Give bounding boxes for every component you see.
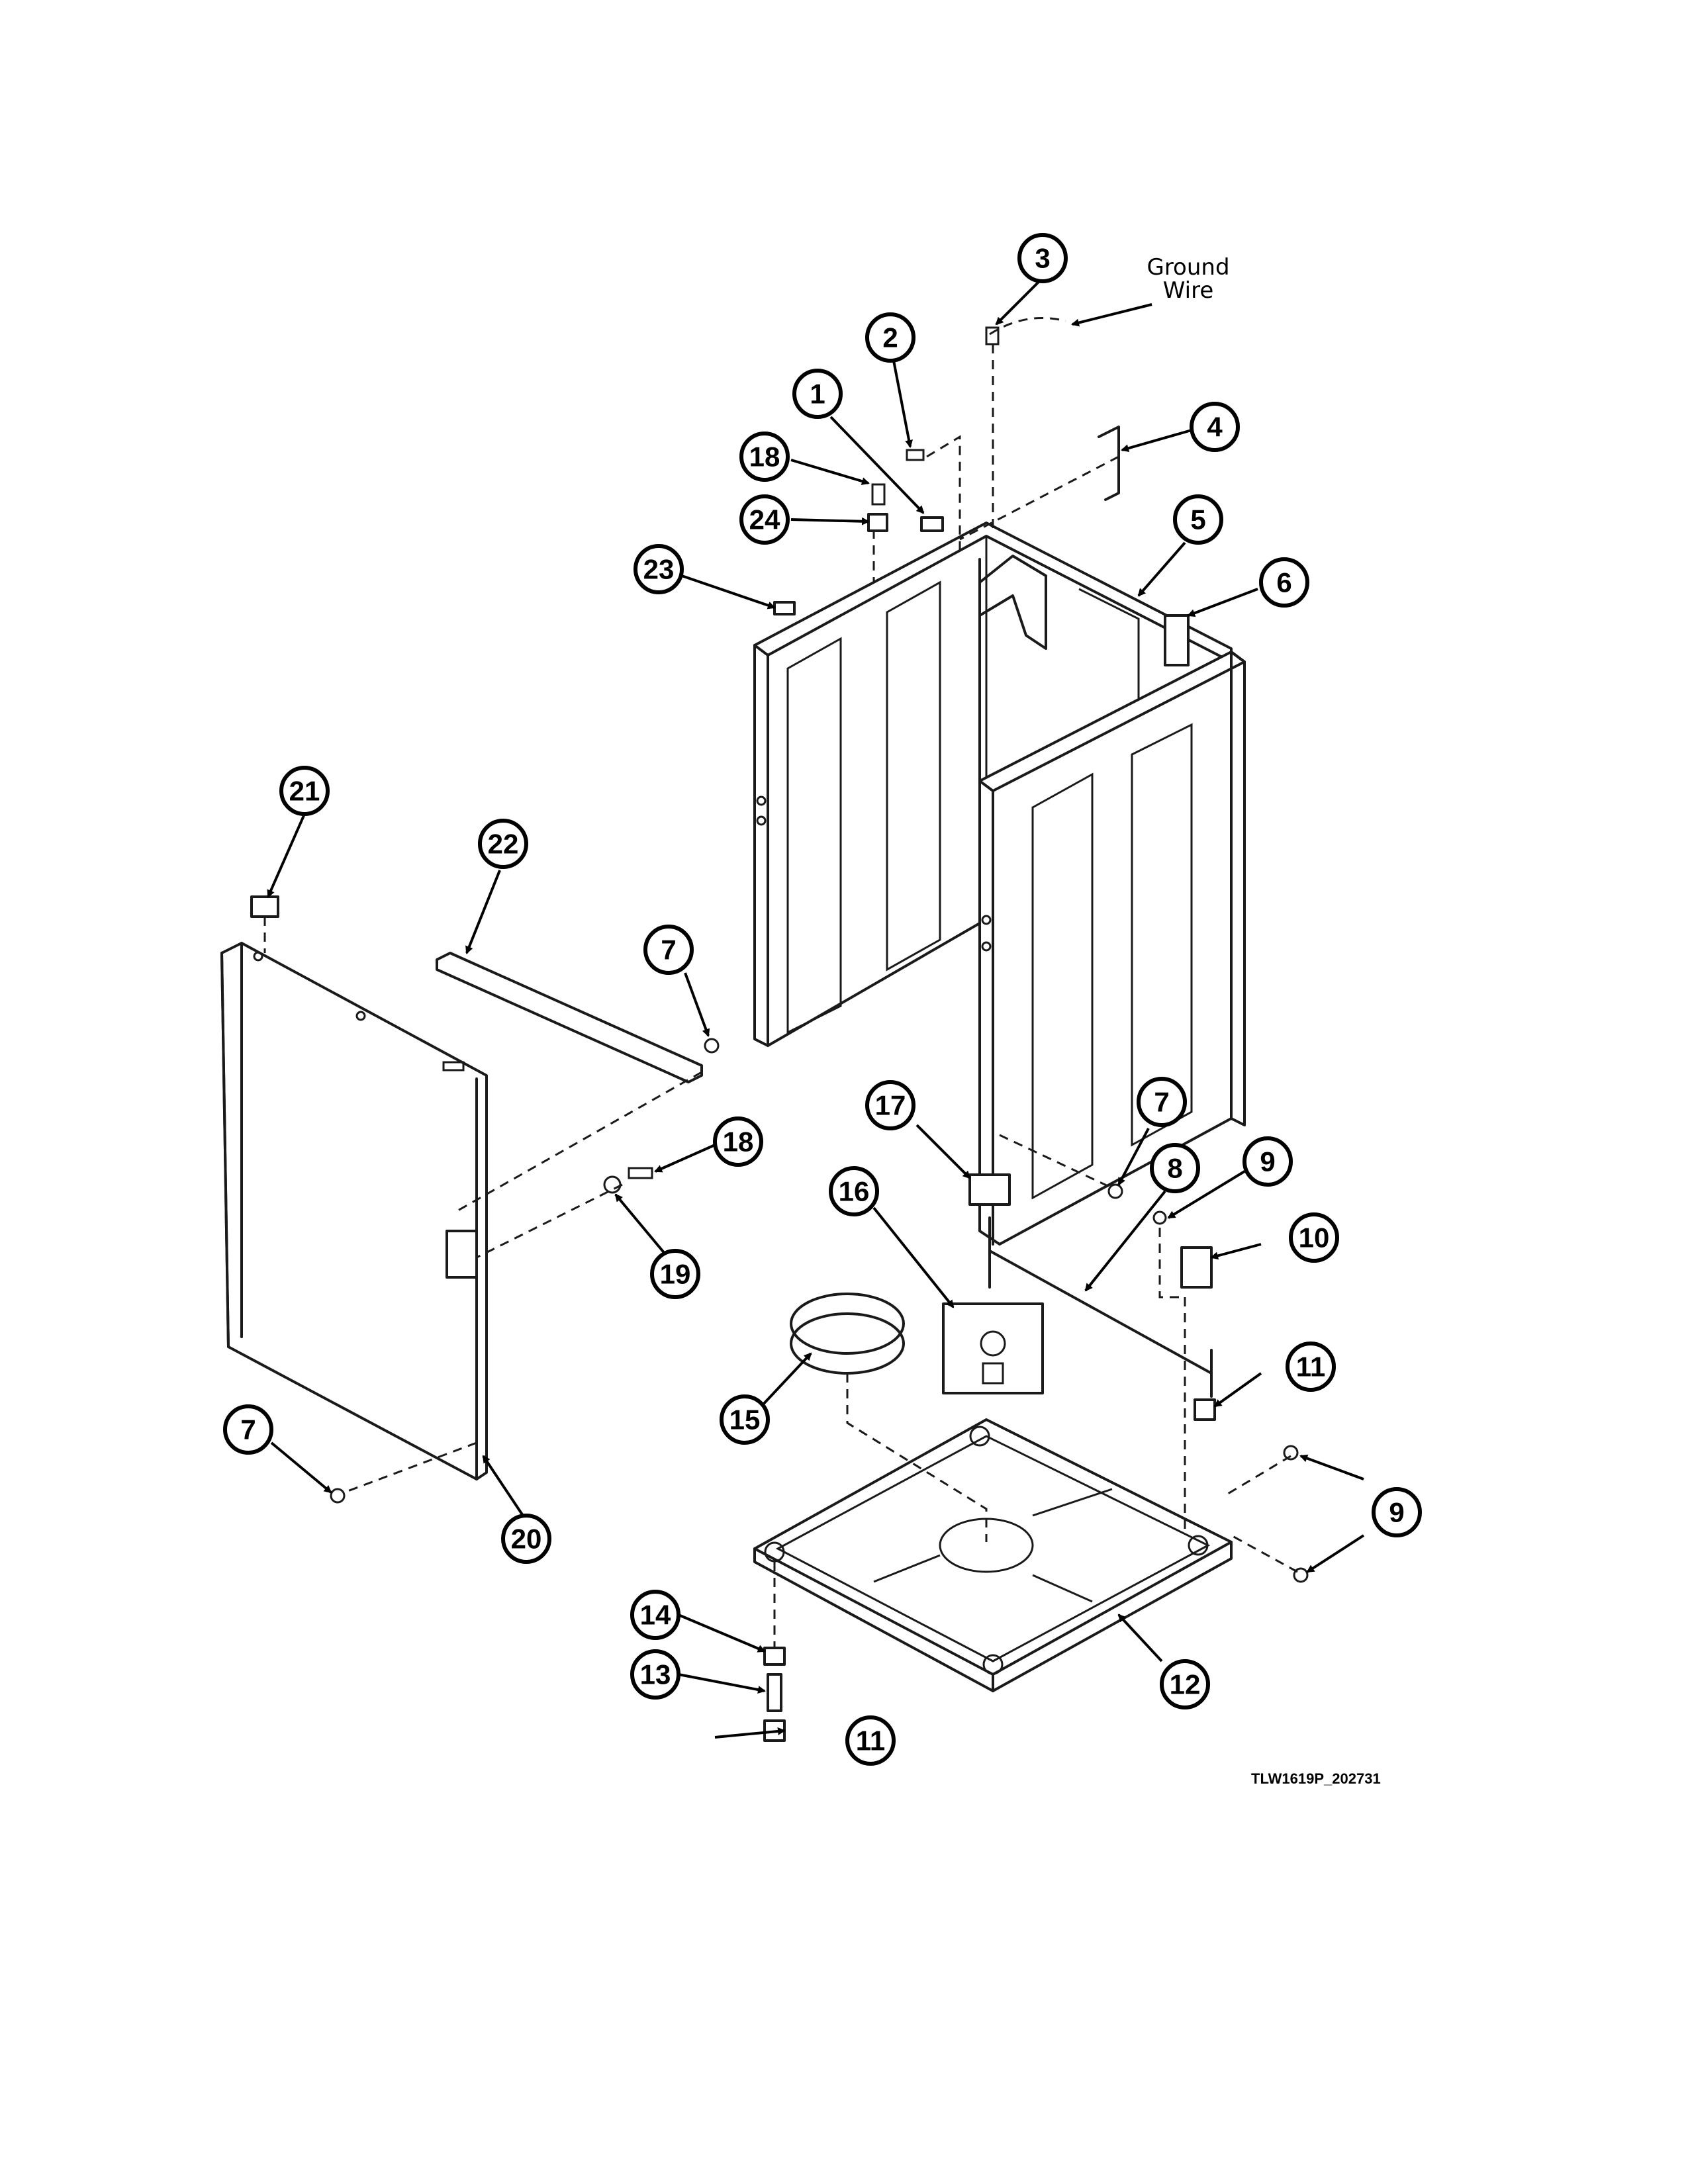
callout-12-label: 12	[1170, 1669, 1201, 1700]
callout-10-label: 10	[1299, 1222, 1330, 1253]
callout-8: 8	[1150, 1143, 1200, 1193]
front-panel	[220, 942, 488, 1480]
callout-6: 6	[1259, 557, 1309, 608]
callout-4: 4	[1190, 402, 1240, 452]
callout-3-label: 3	[1035, 243, 1050, 274]
base-frame	[753, 1418, 1233, 1692]
callout-7-top-label: 7	[661, 934, 676, 966]
callout-6-label: 6	[1276, 567, 1291, 598]
callout-7-left: 7	[223, 1404, 273, 1455]
callout-13: 13	[630, 1649, 680, 1700]
callout-20: 20	[501, 1514, 551, 1564]
callout-11-bottom: 11	[845, 1715, 896, 1766]
ground-wire-label-line2: Wire	[1163, 277, 1213, 304]
callout-14: 14	[630, 1590, 680, 1640]
callout-4-label: 4	[1207, 412, 1223, 443]
callout-18-top-label: 18	[749, 441, 780, 473]
callout-7-left-label: 7	[240, 1414, 256, 1445]
callout-7-right: 7	[1137, 1077, 1187, 1127]
callout-24: 24	[739, 494, 790, 545]
callout-11-right-label: 11	[1296, 1351, 1325, 1383]
callout-9-top: 9	[1243, 1136, 1293, 1187]
callout-18-left: 18	[713, 1116, 763, 1167]
callout-9-right-label: 9	[1389, 1497, 1404, 1528]
callout-12: 12	[1160, 1659, 1210, 1709]
callout-10: 10	[1289, 1212, 1339, 1263]
callout-15-label: 15	[729, 1404, 761, 1435]
callout-2-label: 2	[882, 322, 898, 353]
callout-9-top-label: 9	[1260, 1146, 1275, 1177]
callout-15: 15	[720, 1394, 770, 1445]
callout-8-label: 8	[1167, 1153, 1182, 1184]
callout-21: 21	[279, 766, 330, 816]
callout-23: 23	[633, 544, 684, 594]
callout-22: 22	[478, 819, 528, 869]
ground-wire-label-line1: Ground	[1147, 254, 1229, 281]
callouts: 1 2 3 4 5 6 7 7 7 8 9 9 10 11 11 12 13 1…	[223, 233, 1422, 1766]
callout-1: 1	[792, 369, 843, 419]
callout-11-right: 11	[1286, 1342, 1336, 1392]
callout-22-label: 22	[488, 829, 519, 860]
callout-7-top: 7	[643, 925, 694, 975]
callout-16: 16	[829, 1166, 879, 1216]
callout-16-label: 16	[839, 1176, 870, 1207]
callout-9-right: 9	[1372, 1487, 1422, 1537]
callout-1-label: 1	[810, 379, 825, 410]
callout-21-label: 21	[289, 776, 320, 807]
top-brace	[436, 952, 703, 1083]
callout-5-label: 5	[1190, 504, 1205, 535]
callout-17-label: 17	[875, 1090, 906, 1121]
callout-13-label: 13	[640, 1659, 671, 1690]
assembly-lines	[263, 344, 1298, 1648]
callout-14-label: 14	[640, 1600, 671, 1631]
callout-20-label: 20	[511, 1524, 542, 1555]
callout-2: 2	[865, 312, 915, 363]
callout-19: 19	[650, 1249, 700, 1299]
callout-5: 5	[1173, 494, 1223, 545]
callout-18-top: 18	[739, 432, 790, 482]
callout-17: 17	[865, 1080, 915, 1130]
callout-24-label: 24	[749, 504, 780, 535]
drawing-code: TLW1619P_202731	[1251, 1770, 1381, 1787]
callout-18-left-label: 18	[723, 1126, 754, 1158]
callout-19-label: 19	[660, 1259, 691, 1290]
callout-11-bottom-label: 11	[856, 1725, 885, 1756]
callout-3: 3	[1017, 233, 1068, 283]
leader-lines	[267, 280, 1365, 1739]
callout-23-label: 23	[643, 554, 675, 585]
callout-7-right-label: 7	[1154, 1087, 1169, 1118]
